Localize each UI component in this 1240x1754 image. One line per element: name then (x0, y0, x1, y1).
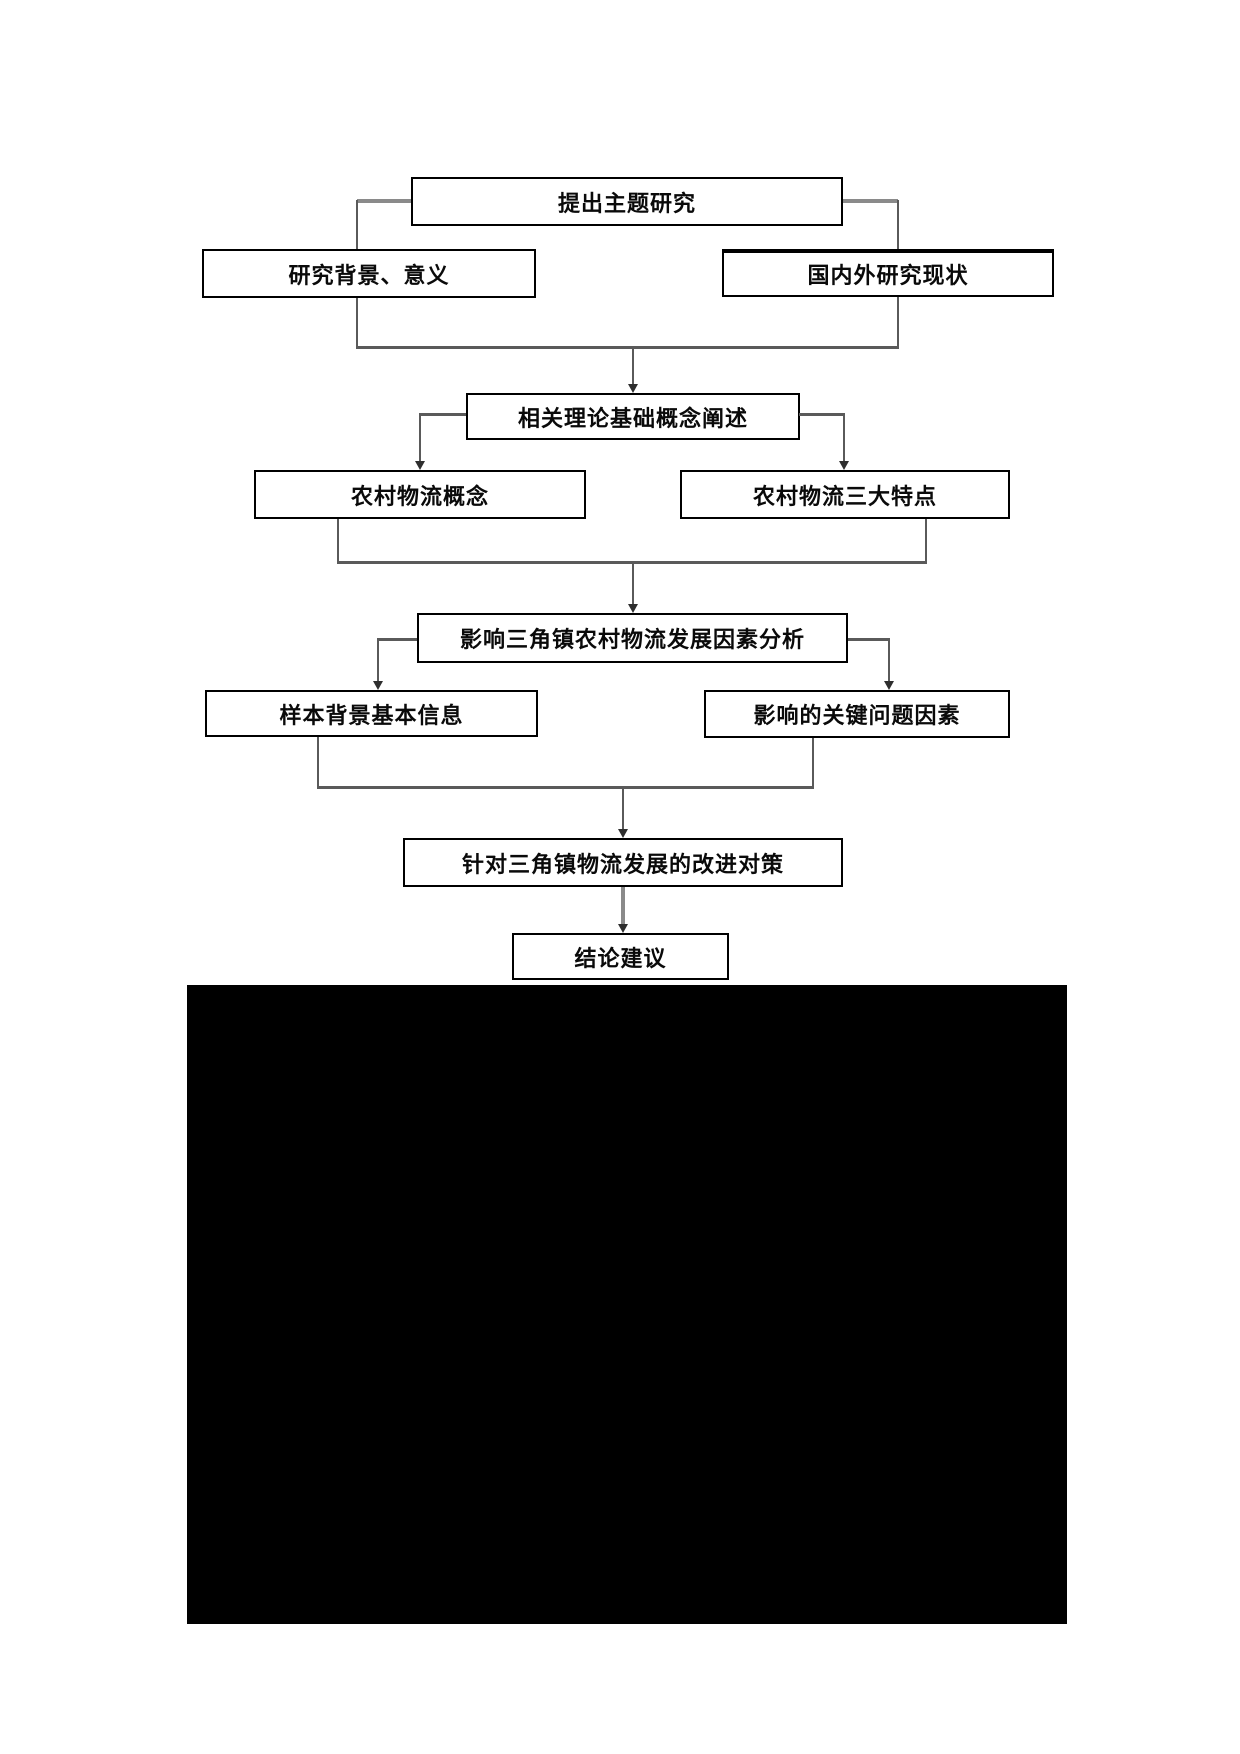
connector-line (317, 786, 814, 789)
redacted-image-block (187, 985, 1067, 1624)
connector-line (419, 413, 421, 462)
arrowhead-icon (628, 604, 638, 613)
connector-line (378, 638, 417, 641)
arrowhead-icon (884, 681, 894, 690)
arrowhead-icon (618, 924, 628, 933)
connector-line (337, 561, 927, 564)
flow-node-sample-info: 样本背景基本信息 (205, 690, 538, 737)
flow-node-conclusion: 结论建议 (512, 933, 729, 980)
arrowhead-icon (618, 829, 628, 838)
connector-line (337, 519, 339, 564)
flow-node-key-issues: 影响的关键问题因素 (704, 690, 1010, 738)
connector-line (621, 887, 625, 924)
connector-line (897, 200, 899, 249)
flow-node-research-background: 研究背景、意义 (202, 249, 536, 298)
connector-line (632, 349, 634, 385)
arrowhead-icon (415, 461, 425, 470)
arrowhead-icon (839, 461, 849, 470)
flow-node-rural-logistics-features: 农村物流三大特点 (680, 470, 1010, 519)
connector-line (848, 638, 890, 641)
connector-line (356, 346, 899, 349)
connector-line (843, 413, 845, 462)
flow-node-propose-topic: 提出主题研究 (411, 177, 843, 226)
connector-line (357, 199, 411, 203)
arrowhead-icon (628, 384, 638, 393)
connector-line (925, 519, 927, 564)
connector-line (897, 297, 899, 348)
connector-line (317, 737, 319, 788)
connector-line (356, 298, 358, 348)
flow-node-rural-logistics-concept: 农村物流概念 (254, 470, 586, 519)
connector-line (888, 638, 890, 682)
flow-node-theory-concepts: 相关理论基础概念阐述 (466, 393, 800, 440)
connector-line (843, 199, 898, 203)
connector-line (356, 200, 358, 249)
flow-node-factor-analysis: 影响三角镇农村物流发展因素分析 (417, 613, 848, 663)
connector-line (799, 413, 845, 416)
connector-line (812, 738, 814, 788)
connector-line (377, 638, 379, 682)
flow-node-countermeasures: 针对三角镇物流发展的改进对策 (403, 838, 843, 887)
arrowhead-icon (373, 681, 383, 690)
connector-line (622, 789, 624, 830)
connector-line (420, 413, 466, 416)
connector-line (632, 564, 634, 605)
flow-node-domestic-foreign-status: 国内外研究现状 (722, 249, 1054, 297)
